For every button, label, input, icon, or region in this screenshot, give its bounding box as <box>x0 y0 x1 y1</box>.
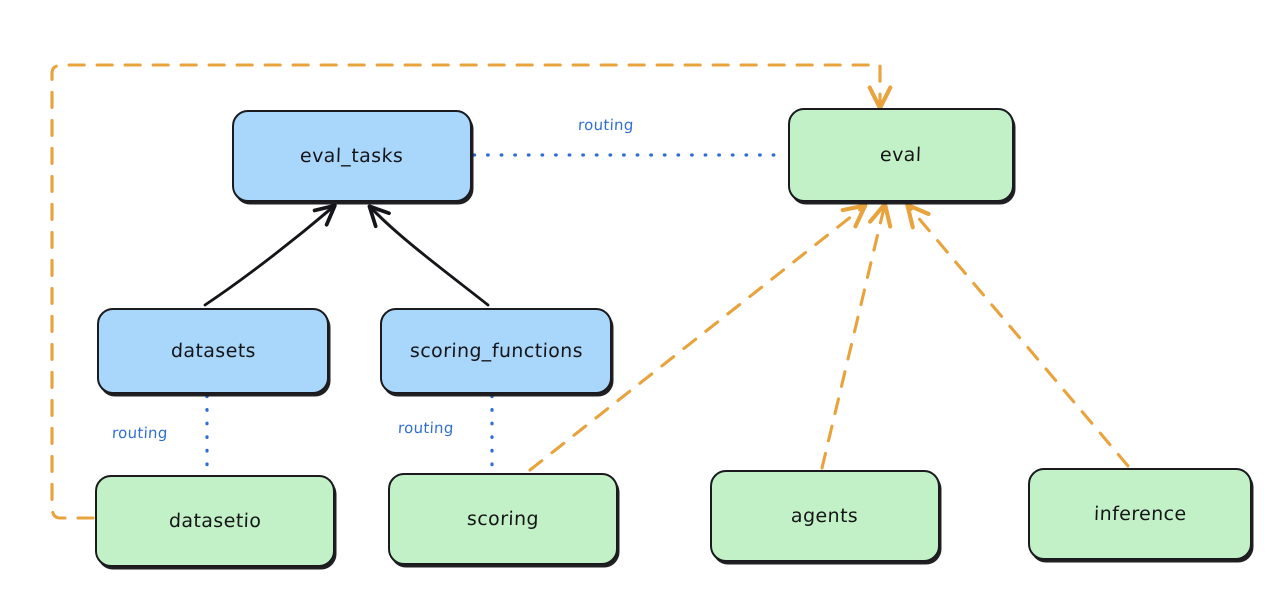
node-eval-tasks[interactable]: eval_tasks <box>232 110 472 202</box>
node-datasetio[interactable]: datasetio <box>95 475 335 567</box>
node-eval[interactable]: eval <box>788 108 1014 202</box>
edge-inference-to-eval <box>905 202 1130 468</box>
node-label-inference: inference <box>1093 503 1187 525</box>
node-label-datasets: datasets <box>170 340 256 362</box>
node-datasets[interactable]: datasets <box>97 308 329 394</box>
edge-datasets-to-eval-tasks <box>203 203 337 307</box>
node-scoring-functions[interactable]: scoring_functions <box>380 308 612 394</box>
node-label-eval: eval <box>879 144 923 166</box>
edge-label-routing-eval: routing <box>577 116 635 134</box>
node-label-eval-tasks: eval_tasks <box>299 145 405 167</box>
node-label-agents: agents <box>791 505 859 527</box>
edge-label-routing-scoring: routing <box>397 419 455 437</box>
node-label-scoring: scoring <box>466 508 540 530</box>
edge-agents-to-eval <box>820 201 893 470</box>
node-label-scoring-functions: scoring_functions <box>409 340 583 362</box>
edge-scoring-functions-to-eval-tasks <box>367 204 490 307</box>
node-scoring[interactable]: scoring <box>388 473 618 565</box>
node-inference[interactable]: inference <box>1028 468 1252 560</box>
node-label-datasetio: datasetio <box>168 510 262 532</box>
node-agents[interactable]: agents <box>710 470 940 562</box>
edge-label-routing-datasetio: routing <box>111 424 169 442</box>
